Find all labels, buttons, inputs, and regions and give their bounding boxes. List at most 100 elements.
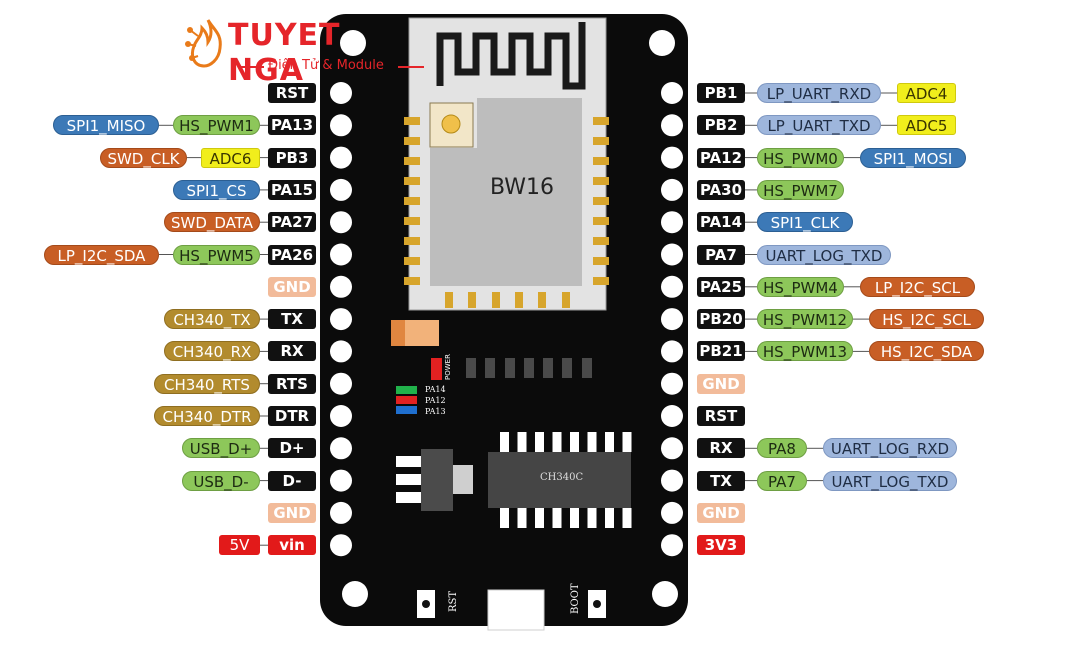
module-pad [404, 257, 420, 265]
header-hole [330, 146, 352, 169]
pin-label-3v3: 3V3 [697, 535, 745, 556]
ch340c-chip [488, 432, 632, 528]
pin-label-d: D- [268, 470, 316, 491]
pin-label-pb1: PB1 [697, 83, 745, 103]
module-pad [404, 277, 420, 285]
header-hole [661, 372, 683, 395]
led-pa14 [396, 386, 417, 394]
voltage-regulator [396, 449, 473, 511]
chip-pin [535, 508, 544, 528]
module-pad [404, 177, 420, 185]
module-pad [492, 292, 500, 308]
header-hole [661, 405, 683, 427]
header-hole [661, 308, 683, 331]
header-hole [661, 146, 683, 169]
pin-label-pb20: PB20 [697, 309, 745, 330]
module-pad [404, 117, 420, 125]
module-pad [593, 237, 609, 245]
header-hole [661, 114, 683, 137]
chip-name: CH340C [540, 472, 584, 483]
pin-label-pa7: PA7 [697, 244, 745, 265]
header-hole [661, 340, 683, 363]
power-label: POWER [444, 354, 452, 380]
led-label-pa12: PA12 [425, 396, 446, 405]
chip-pin [500, 508, 509, 528]
pin-label-gnd: GND [697, 502, 745, 523]
function-label-pa7: PA7 [757, 470, 807, 491]
pin-label-dtr: DTR [268, 406, 316, 426]
boot-button-label: BOOT [570, 583, 581, 614]
function-label-hs-pwm7: HS_PWM7 [757, 179, 844, 200]
led-label-pa14: PA14 [425, 385, 446, 394]
chip-pin [517, 508, 527, 528]
pin-label-gnd: GND [697, 373, 745, 394]
chip-pin [570, 432, 579, 452]
mounting-hole [652, 581, 678, 607]
header-hole [661, 501, 683, 524]
header-hole [330, 82, 352, 104]
function-label-hs-pwm0: HS_PWM0 [757, 147, 844, 168]
header-hole [661, 275, 683, 298]
resistor-array [466, 358, 592, 378]
header-hole [330, 114, 352, 137]
rst-button-label: RST [448, 590, 459, 612]
function-label-uart-log-rxd: UART_LOG_RXD [823, 438, 957, 459]
logo: TUYET NGA Điện Tử & Module [184, 14, 424, 88]
brand-tagline: Điện Tử & Module [268, 58, 384, 73]
module-pad [593, 157, 609, 165]
header-hole [330, 405, 352, 427]
module-pad [593, 137, 609, 145]
function-label-hs-pwm13: HS_PWM13 [757, 341, 853, 362]
led-pa13 [396, 406, 417, 414]
function-label-hs-pwm4: HS_PWM4 [757, 276, 844, 297]
pin-label-rst: RST [697, 406, 745, 426]
chip-pin [622, 432, 632, 452]
pin-label-gnd: GND [268, 502, 316, 523]
module-pad [404, 137, 420, 145]
header-hole [661, 437, 683, 460]
header-hole [661, 243, 683, 266]
power-led [431, 358, 442, 380]
function-label-ch340-rx: CH340_RX [164, 341, 260, 362]
function-label-lp-i2c-sda: LP_I2C_SDA [44, 244, 159, 265]
header-hole [330, 340, 352, 363]
header-hole [330, 243, 352, 266]
module-pad [593, 117, 609, 125]
function-label-hs-pwm5: HS_PWM5 [173, 244, 260, 265]
function-label-hs-pwm1: HS_PWM1 [173, 115, 260, 136]
chip-pin [500, 432, 509, 452]
pin-label-tx: TX [268, 309, 316, 330]
function-label-adc5: ADC5 [897, 115, 956, 136]
usb-connector [487, 589, 545, 631]
function-label-spi1-clk: SPI1_CLK [757, 212, 853, 233]
function-label-hs-i2c-sda: HS_I2C_SDA [869, 341, 984, 362]
module-pad [538, 292, 546, 308]
function-label-uart-log-txd: UART_LOG_TXD [757, 244, 891, 265]
module-pad [404, 157, 420, 165]
led-pa12 [396, 396, 417, 404]
circuit-flame-icon [185, 19, 222, 68]
chip-pin [622, 508, 632, 528]
module-name: BW16 [490, 175, 555, 200]
pin-label-tx: TX [697, 470, 745, 491]
antenna-trace [436, 22, 586, 90]
tagline-rule-left [238, 66, 264, 68]
header-hole [330, 469, 352, 492]
function-label-lp-uart-rxd: LP_UART_RXD [757, 83, 881, 103]
function-label-ch340-dtr: CH340_DTR [154, 406, 260, 426]
header-hole [661, 534, 683, 557]
function-label-ch340-tx: CH340_TX [164, 309, 260, 330]
function-label-lp-i2c-scl: LP_I2C_SCL [860, 276, 975, 297]
header-hole [661, 211, 683, 234]
chip-pin [552, 508, 562, 528]
function-label-ch340-rts: CH340_RTS [154, 373, 260, 394]
pin-label-pa30: PA30 [697, 179, 745, 200]
header-hole [330, 275, 352, 298]
pin-label-vin: vin [268, 535, 316, 556]
pin-label-pa13: PA13 [268, 115, 316, 136]
header-hole [330, 211, 352, 234]
pin-label-rx: RX [697, 438, 745, 459]
function-label-pa8: PA8 [757, 438, 807, 459]
